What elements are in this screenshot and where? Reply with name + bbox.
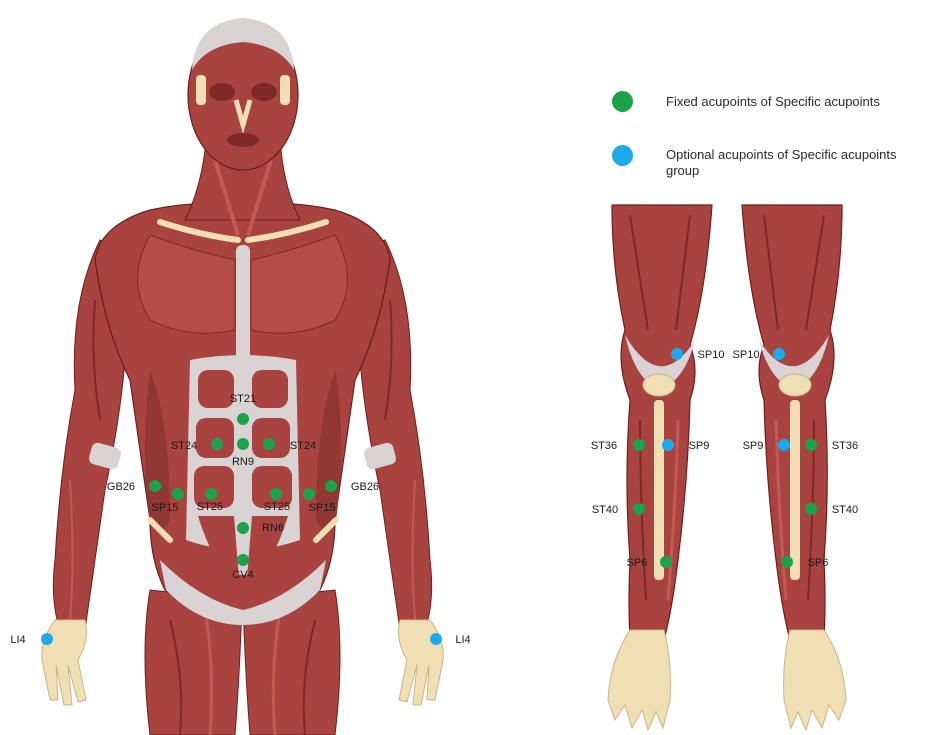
fixed-acupoint-dot (211, 438, 223, 450)
acupoint-label: ST24 (290, 440, 316, 452)
fixed-acupoint-dot (325, 480, 337, 492)
legend-fixed-label: Fixed acupoints of Specific acupoints (666, 94, 925, 110)
fixed-acupoint-dot (633, 439, 645, 451)
legend-optional-label: Optional acupoints of Specific acupoints… (666, 147, 916, 179)
fixed-acupoint-dot (237, 438, 249, 450)
acupoint-label: ST25 (264, 501, 290, 513)
fixed-acupoint-dot (633, 503, 645, 515)
acupoint-label: SP10 (698, 349, 725, 361)
foot-left (608, 630, 670, 730)
acupoint-label: LI4 (455, 634, 470, 646)
acupoint-label: ST40 (832, 504, 858, 516)
fixed-acupoint-dot (237, 522, 249, 534)
acupoint-label: RN9 (232, 456, 254, 468)
left-hand (42, 620, 87, 705)
acupoint-label: LI4 (10, 634, 25, 646)
acupoint-label: SP15 (309, 502, 336, 514)
legs-figure (608, 205, 846, 730)
fixed-acupoint-dot (805, 503, 817, 515)
acupoint-label: ST36 (832, 440, 858, 452)
acupoint-label: SP6 (627, 557, 648, 569)
fixed-acupoint-dot (263, 438, 275, 450)
optional-dot-icon (612, 145, 633, 166)
acupoint-label: SP6 (808, 557, 829, 569)
optional-acupoint-dot (662, 439, 674, 451)
acupoint-label: SP9 (743, 440, 764, 452)
fixed-acupoint-dot (781, 556, 793, 568)
fixed-acupoint-dot (205, 488, 217, 500)
optional-acupoint-dot (430, 633, 442, 645)
fixed-acupoint-dot (660, 556, 672, 568)
acupoint-label: SP9 (689, 440, 710, 452)
fixed-dot-icon (612, 91, 633, 112)
acupoint-label: ST40 (592, 504, 618, 516)
acupoint-label: ST24 (171, 440, 197, 452)
optional-acupoint-dot (773, 348, 785, 360)
acupoint-label: RN6 (262, 522, 284, 534)
optional-acupoint-dot (671, 348, 683, 360)
legend-fixed: Fixed acupoints of Specific acupoints (612, 91, 925, 112)
acupoint-label: GB26 (107, 481, 135, 493)
acupoint-label: CV4 (232, 569, 253, 581)
fixed-acupoint-dot (237, 554, 249, 566)
full-body-figure (42, 18, 443, 735)
fixed-acupoint-dot (805, 439, 817, 451)
acupoint-label: SP15 (152, 502, 179, 514)
optional-acupoint-dot (778, 439, 790, 451)
fixed-acupoint-dot (303, 488, 315, 500)
fixed-acupoint-dot (237, 413, 249, 425)
foot-right (784, 630, 846, 730)
acupoint-label: SP10 (733, 349, 760, 361)
acupoint-label: ST36 (591, 440, 617, 452)
fixed-acupoint-dot (149, 480, 161, 492)
legend-optional: Optional acupoints of Specific acupoints… (612, 145, 916, 179)
acupoint-label: GB26 (351, 481, 379, 493)
acupoint-label: ST21 (230, 393, 256, 405)
right-hand (399, 620, 444, 705)
fixed-acupoint-dot (270, 488, 282, 500)
optional-acupoint-dot (41, 633, 53, 645)
fixed-acupoint-dot (172, 488, 184, 500)
acupoint-label: ST25 (197, 501, 223, 513)
